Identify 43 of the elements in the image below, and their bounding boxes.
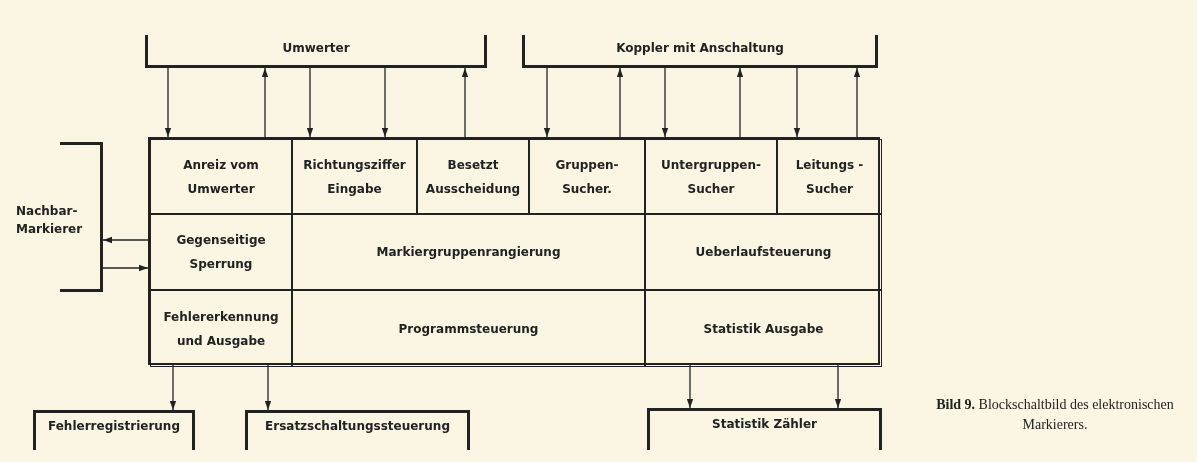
arrow (261, 67, 269, 138)
bracket (522, 35, 878, 68)
arrow (461, 67, 469, 138)
arrow (164, 67, 172, 138)
arrow (102, 264, 149, 272)
function-block: Richtungsziffer Eingabe (292, 139, 417, 214)
unit-label: Ersatzschaltungssteuerung (264, 419, 451, 433)
arrow (686, 364, 694, 409)
arrow (264, 364, 272, 411)
unit-label: Nachbar- Markierer (16, 203, 84, 238)
bracket (33, 410, 195, 450)
arrow (102, 236, 149, 244)
unit-label: Statistik Zähler (711, 417, 818, 431)
unit-label: Koppler mit Anschaltung (615, 41, 785, 55)
function-block: Markiergruppenrangierung (292, 214, 645, 290)
arrow (169, 364, 177, 411)
function-block: Programmsteuerung (292, 290, 645, 367)
function-block: Gruppen- Sucher. (529, 139, 645, 214)
arrow (306, 67, 314, 138)
bracket (245, 410, 470, 450)
function-block: Ueberlaufsteuerung (645, 214, 882, 290)
function-block: Statistik Ausgabe (645, 290, 882, 367)
arrow (543, 67, 551, 138)
arrow (834, 364, 842, 409)
arrow (793, 67, 801, 138)
bracket (16, 142, 103, 292)
function-block: Untergruppen- Sucher (645, 139, 777, 214)
arrow (381, 67, 389, 138)
function-block: Besetzt Ausscheidung (417, 139, 529, 214)
unit-label: Fehlerregistrierung (47, 419, 181, 433)
arrow (853, 67, 861, 138)
function-block: Gegenseitige Sperrung (150, 214, 292, 290)
function-block: Anreiz vom Umwerter (150, 139, 292, 214)
arrow (661, 67, 669, 138)
function-block: Leitungs - Sucher (777, 139, 882, 214)
block-frame (148, 137, 880, 365)
unit-label: Umwerter (281, 41, 351, 55)
arrow (616, 67, 624, 138)
function-block: Fehlererkennung und Ausgabe (150, 290, 292, 367)
arrow (736, 67, 744, 138)
figure-caption: Bild 9. Blockschaltbild des elektronischen Markierers. (935, 396, 1175, 434)
bracket (145, 35, 487, 68)
bracket (647, 408, 882, 450)
